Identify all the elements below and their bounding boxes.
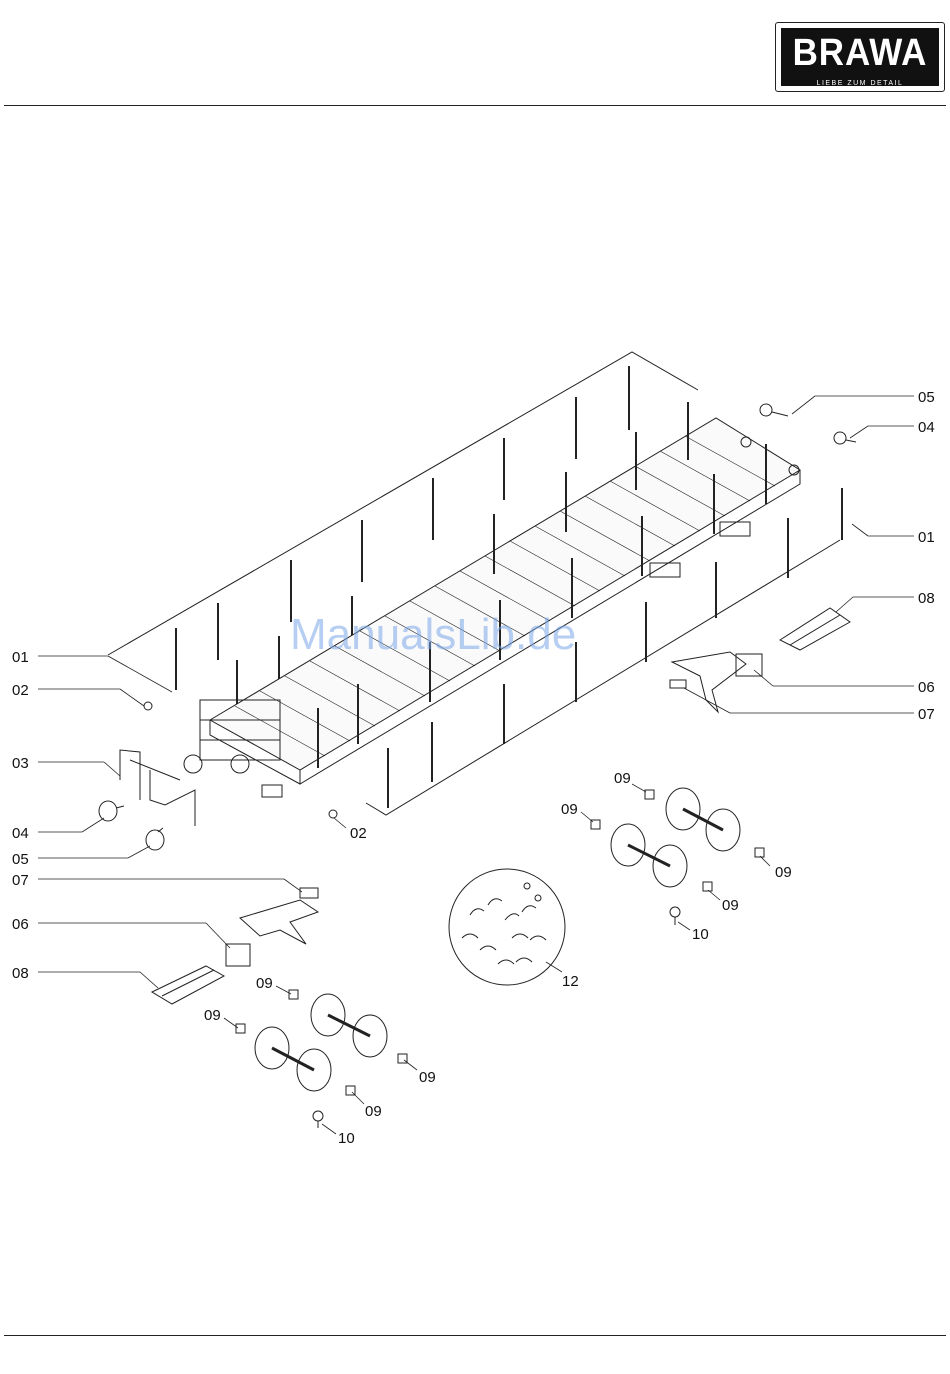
spring-07-left (300, 888, 318, 898)
callout-03: 03 (12, 755, 29, 772)
callout-10-right: 10 (692, 926, 709, 943)
detail-circle-12 (449, 869, 565, 985)
callout-09-e: 09 (256, 975, 273, 992)
callout-09-h: 09 (365, 1103, 382, 1120)
bearing-09-parts-left (236, 990, 407, 1095)
buffer-04-left (99, 801, 124, 821)
callout-09-f: 09 (204, 1007, 221, 1024)
callout-08-left: 08 (12, 965, 29, 982)
bogie-frame-06-left (226, 900, 318, 966)
callout-06-right: 06 (918, 679, 935, 696)
callout-05-left: 05 (12, 851, 29, 868)
flat-wagon-body (184, 402, 800, 797)
coupler-02-mid (329, 810, 337, 818)
spring-07-right (670, 680, 686, 688)
callout-08-right: 08 (918, 590, 935, 607)
callout-09-b: 09 (561, 801, 578, 818)
callout-09-c: 09 (775, 864, 792, 881)
callout-09-a: 09 (614, 770, 631, 787)
callout-05-top: 05 (918, 389, 935, 406)
callout-10-left: 10 (338, 1130, 355, 1147)
coupling-part-08-left (152, 966, 224, 1004)
buffer-part-04-top (834, 432, 856, 444)
coupling-part-08-right (780, 608, 850, 650)
callout-04-left: 04 (12, 825, 29, 842)
callout-04-top: 04 (918, 419, 935, 436)
callout-01-left: 01 (12, 649, 29, 666)
wheelset-left-lower (255, 1027, 331, 1091)
callout-09-d: 09 (722, 897, 739, 914)
callout-12: 12 (562, 973, 579, 990)
coupler-02-left (144, 702, 152, 710)
callout-07-left: 07 (12, 872, 29, 889)
wheelset-right-lower (611, 824, 687, 887)
pin-10-left (313, 1111, 323, 1128)
callout-02-left: 02 (12, 682, 29, 699)
wheelset-right-upper (666, 788, 740, 851)
callout-07-right: 07 (918, 706, 935, 723)
watermark: ManualsLib.de (290, 610, 576, 660)
callout-09-g: 09 (419, 1069, 436, 1086)
wheelset-left-upper (311, 994, 387, 1057)
brake-rigging-03 (120, 750, 195, 826)
callout-01-right: 01 (918, 529, 935, 546)
buffer-part-05-top (760, 404, 788, 416)
callout-02-mid: 02 (350, 825, 367, 842)
leader-lines (38, 396, 914, 1134)
callout-06-left: 06 (12, 916, 29, 933)
